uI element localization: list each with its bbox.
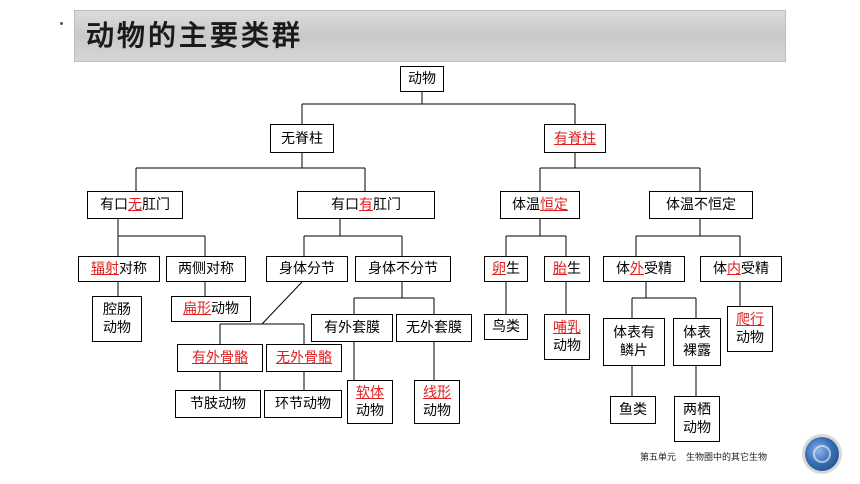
text-line-highlight: 哺乳 <box>553 320 581 336</box>
text-segment-highlight: 胎 <box>553 261 567 277</box>
logo-badge <box>805 437 839 471</box>
node-with-mantle: 有外套膜 <box>311 314 393 342</box>
text-segment: 动物 <box>211 301 239 317</box>
text-line: 腔肠 <box>103 302 131 318</box>
node-segmented: 身体分节 <box>266 256 348 282</box>
text-line: 动物 <box>356 403 384 419</box>
text-line-highlight: 爬行 <box>736 312 764 328</box>
text-segment-highlight: 有 <box>359 197 373 213</box>
text-line: 动物 <box>103 320 131 336</box>
node-external-fert: 体外受精 <box>603 256 685 282</box>
text-segment-highlight: 无 <box>128 197 142 213</box>
text-segment: 肛门 <box>373 197 401 213</box>
node-temp-constant: 体温恒定 <box>500 191 580 219</box>
text-segment: 体温 <box>512 197 540 213</box>
title-banner <box>74 10 786 62</box>
node-unsegmented: 身体不分节 <box>355 256 451 282</box>
node-exoskeleton: 有外骨骼 <box>177 344 263 372</box>
text-segment-highlight: 辐射 <box>91 261 119 277</box>
node-arthropod: 节肢动物 <box>175 390 261 418</box>
text-line: 体表 <box>683 325 711 341</box>
text-segment: 有口 <box>331 197 359 213</box>
node-without-mantle: 无外套膜 <box>396 314 472 342</box>
node-oviparous: 卵生 <box>484 256 528 282</box>
text-segment: 体 <box>713 261 727 277</box>
text-segment: 肛门 <box>142 197 170 213</box>
footer-unit: 第五单元 <box>640 453 677 463</box>
text-segment-highlight: 扁形 <box>183 301 211 317</box>
node-mammal: 哺乳动物 <box>544 314 590 360</box>
text-line: 裸露 <box>683 343 711 359</box>
text-line: 动物 <box>736 330 764 346</box>
node-coelenterate: 腔肠动物 <box>92 296 142 342</box>
text-segment-highlight: 恒定 <box>540 197 568 213</box>
node-nematode: 线形动物 <box>414 380 460 424</box>
text-line: 动物 <box>423 403 451 419</box>
node-invertebrate: 无脊柱 <box>270 124 334 153</box>
node-vertebrate: 有脊柱 <box>544 124 606 153</box>
text-segment: 有口 <box>100 197 128 213</box>
node-fish: 鱼类 <box>610 396 656 424</box>
node-amphibian: 两栖动物 <box>674 396 720 442</box>
node-radial: 辐射对称 <box>78 256 160 282</box>
node-annelid: 环节动物 <box>264 390 342 418</box>
text-segment: 体 <box>616 261 630 277</box>
page-title: 动物的主要类群 <box>86 19 304 52</box>
node-bilateral: 两侧对称 <box>166 256 246 282</box>
node-animal: 动物 <box>400 66 444 92</box>
text-line-highlight: 软体 <box>356 385 384 401</box>
node-vertebrate-label: 有脊柱 <box>554 130 596 147</box>
node-viviparous: 胎生 <box>544 256 590 282</box>
text-segment: 生 <box>567 261 581 277</box>
text-line-highlight: 线形 <box>423 385 451 401</box>
text-segment: 受精 <box>644 261 672 277</box>
node-mollusk: 软体动物 <box>347 380 393 424</box>
text-segment: 生 <box>506 261 520 277</box>
node-mouth-anus: 有口有肛门 <box>297 191 435 219</box>
text-line: 动物 <box>553 338 581 354</box>
text-segment-highlight: 内 <box>727 261 741 277</box>
node-bird: 鸟类 <box>484 314 528 340</box>
text-line: 体表有 <box>613 325 655 341</box>
decorative-dot <box>60 22 63 25</box>
text-line: 动物 <box>683 420 711 436</box>
text-line: 两栖 <box>683 402 711 418</box>
node-internal-fert: 体内受精 <box>700 256 782 282</box>
node-flatworm: 扁形动物 <box>171 296 251 322</box>
footer-caption: 第五单元生物圈中的其它生物 <box>640 450 777 463</box>
text-line: 鳞片 <box>620 343 648 359</box>
text-segment: 受精 <box>741 261 769 277</box>
node-temp-variable: 体温不恒定 <box>649 191 753 219</box>
node-no-exoskeleton: 无外骨骼 <box>266 344 342 372</box>
node-naked: 体表裸露 <box>673 318 721 366</box>
node-reptile: 爬行动物 <box>727 306 773 352</box>
footer-chapter: 生物圈中的其它生物 <box>686 453 768 463</box>
node-scaled: 体表有鳞片 <box>603 318 665 366</box>
text-segment-highlight: 有外骨骼 <box>192 350 248 366</box>
text-segment-highlight: 无外骨骼 <box>276 350 332 366</box>
text-segment-highlight: 卵 <box>492 261 506 277</box>
text-segment-highlight: 外 <box>630 261 644 277</box>
node-mouth-no-anus: 有口无肛门 <box>87 191 183 219</box>
text-segment: 对称 <box>119 261 147 277</box>
